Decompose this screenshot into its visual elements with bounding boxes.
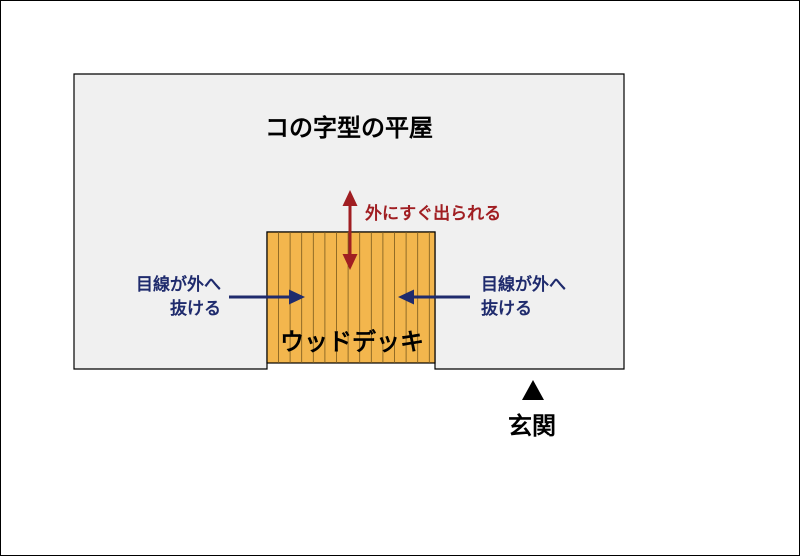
entrance-label: 玄関 [508, 412, 556, 440]
access-arrow-head-up [342, 190, 358, 206]
right-view-label-line2: 抜ける [481, 298, 532, 319]
deck-label: ウッドデッキ [280, 328, 424, 356]
right-view-arrow [398, 289, 470, 305]
access-arrow-head-down [342, 254, 358, 270]
diagram-title: コの字型の平屋 [265, 114, 433, 142]
left-view-label-line1: 目線が外へ [136, 274, 221, 295]
right-view-arrow-head [398, 289, 414, 305]
left-view-arrow [229, 289, 305, 305]
right-view-label-line1: 目線が外へ [481, 274, 566, 295]
entrance-triangle-icon [522, 380, 544, 400]
outdoor-access-label: 外にすぐ出られる [365, 203, 501, 224]
left-view-arrow-head [289, 289, 305, 305]
outdoor-access-arrow [342, 190, 358, 270]
left-view-label-line2: 抜ける [170, 298, 221, 319]
